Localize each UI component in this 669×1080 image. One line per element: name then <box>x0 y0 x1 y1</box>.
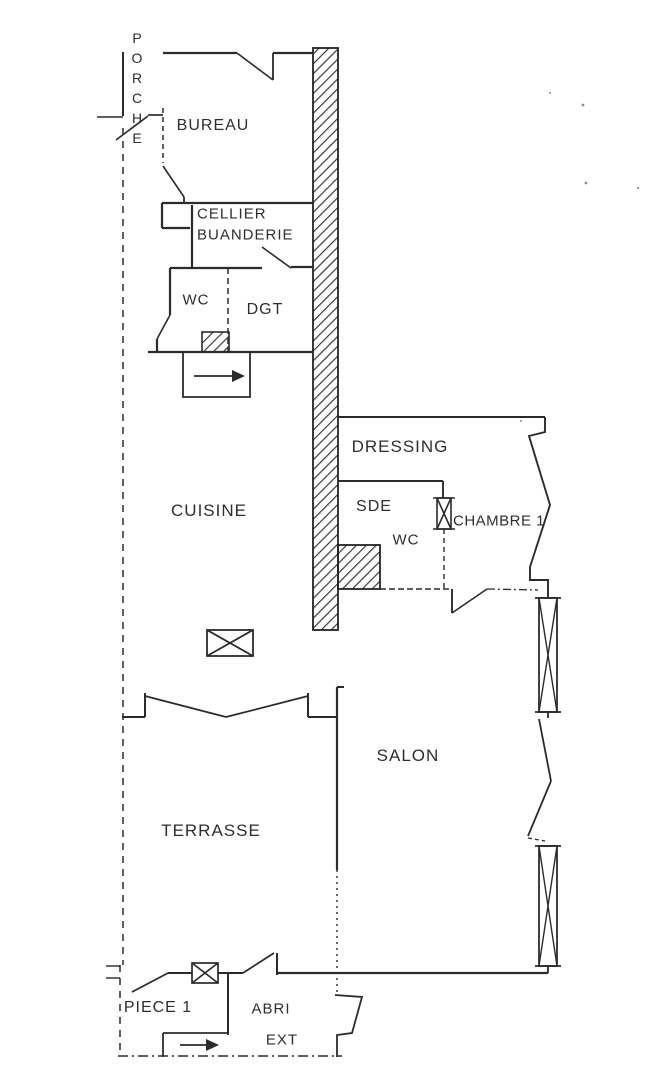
cellier-walls <box>160 201 313 270</box>
salon-right-jag <box>527 712 552 842</box>
crossed-box-cuisine <box>206 629 254 657</box>
dressing-chambre-walls <box>338 416 551 598</box>
window-symbol-small <box>433 497 455 530</box>
room-label-chambre1: CHAMBRE 1 <box>452 512 546 530</box>
door-swing <box>236 52 274 81</box>
hatched-wall-block <box>201 331 230 353</box>
access-arrow-box-bottom <box>180 1039 219 1051</box>
room-label-wc-middle: WC <box>392 531 420 549</box>
bottom-walls <box>118 952 548 1057</box>
left-boundary-line <box>97 52 124 1056</box>
wc-middle-walls <box>380 588 539 614</box>
jagged-exterior-wall <box>334 994 364 1057</box>
access-arrow-box-top <box>182 352 251 398</box>
french-door-swing <box>225 695 309 718</box>
french-door-swing <box>144 695 227 718</box>
room-label-piece1: PIECE 1 <box>123 999 193 1016</box>
room-label-salon: SALON <box>376 746 440 765</box>
door-swing <box>451 588 488 614</box>
jagged-exterior-wall <box>527 417 551 598</box>
room-label-dressing: DRESSING <box>351 437 449 456</box>
door-swing <box>162 165 185 198</box>
room-label-wc-top: WC <box>182 291 210 309</box>
hatched-wall-block-sde <box>337 544 381 590</box>
room-label-sde: SDE <box>356 498 392 515</box>
porch-door-swing <box>115 114 163 141</box>
room-label-cuisine: CUISINE <box>171 501 247 520</box>
door-swing <box>156 314 171 340</box>
terrasse-walls <box>122 686 344 995</box>
room-label-dgt: DGT <box>246 301 284 318</box>
window-symbol-2 <box>535 845 561 973</box>
door-swing <box>261 246 292 269</box>
crossed-box-piece1 <box>191 962 219 984</box>
scan-noise <box>520 92 640 422</box>
room-label-terrasse: TERRASSE <box>161 821 261 840</box>
window-symbol-1 <box>535 597 561 713</box>
bureau-walls <box>162 51 313 203</box>
hatched-main-wall <box>312 47 339 631</box>
room-label-buanderie: BUANDERIE <box>197 226 294 244</box>
room-label-ext: EXT <box>265 1031 299 1049</box>
room-label-porche: PORCHE <box>129 30 145 150</box>
door-swing <box>242 952 275 974</box>
wc-dgt-walls <box>148 268 313 354</box>
room-label-bureau: BUREAU <box>176 117 250 134</box>
door-swing <box>131 972 169 993</box>
room-label-cellier: CELLIER <box>197 205 267 223</box>
room-label-abri: ABRI <box>251 1000 291 1018</box>
